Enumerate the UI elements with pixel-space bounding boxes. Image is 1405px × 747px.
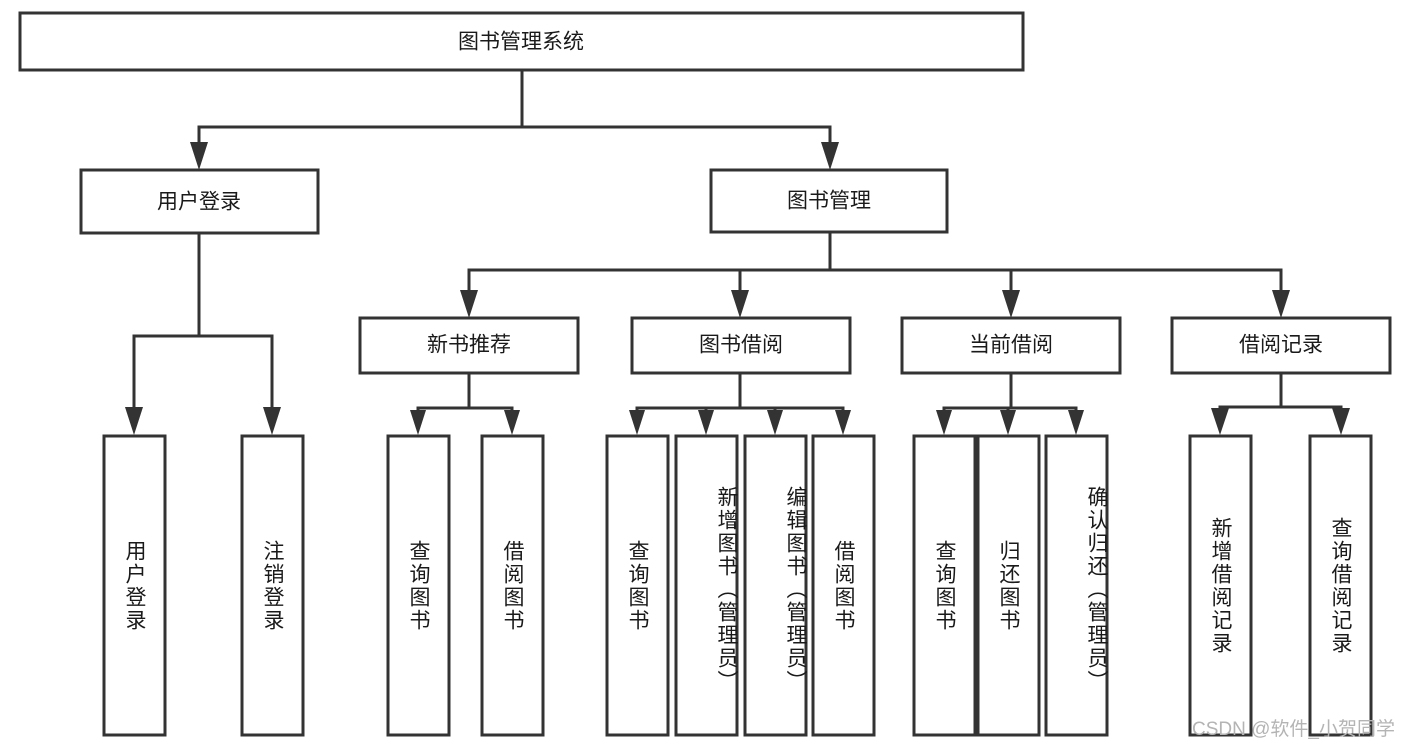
node-leaf-query-record-box[interactable] — [1308, 434, 1373, 737]
node-borrow-record[interactable]: 借阅记录 — [1170, 316, 1392, 375]
node-borrow-record-box[interactable] — [1170, 316, 1392, 375]
arrow-to-leaf-borrow-book-1 — [504, 410, 520, 435]
node-book-borrow-label: 图书借阅 — [699, 334, 783, 357]
arrow-to-leaf-borrow-book-2 — [835, 410, 851, 435]
watermark: CSDN @软件_小贺同学 — [1192, 719, 1395, 740]
arrow-to-borrow-record — [1272, 290, 1290, 318]
arrow-to-leaf-user-logout — [263, 407, 281, 435]
arrow-to-leaf-add-record — [1211, 408, 1229, 435]
arrow-to-leaf-add-book — [698, 410, 714, 435]
node-user-login[interactable]: 用户登录 — [79, 168, 320, 235]
node-borrow-record-label: 借阅记录 — [1239, 334, 1323, 357]
node-leaf-edit-book-box[interactable] — [743, 434, 808, 737]
node-current-borrow[interactable]: 当前借阅 — [900, 316, 1122, 375]
arrow-to-current-borrow — [1002, 290, 1020, 318]
node-book-manage-box[interactable] — [709, 168, 949, 234]
node-leaf-add-book-box[interactable] — [674, 434, 739, 737]
node-current-borrow-box[interactable] — [900, 316, 1122, 375]
node-leaf-query-book-3-box[interactable] — [912, 434, 977, 737]
node-leaf-confirm-return-box[interactable] — [1044, 434, 1109, 737]
node-user-login-box[interactable] — [79, 168, 320, 235]
node-leaf-user-logout-box[interactable] — [240, 434, 305, 737]
arrow-to-leaf-return-book — [1000, 410, 1016, 435]
node-leaf-return-book-box[interactable] — [976, 434, 1041, 737]
node-new-book-recommend-box[interactable] — [358, 316, 580, 375]
node-book-manage-label: 图书管理 — [787, 190, 871, 213]
arrow-to-leaf-query-record — [1332, 408, 1350, 435]
node-book-borrow-box[interactable] — [630, 316, 852, 375]
node-root-label: 图书管理系统 — [458, 31, 584, 54]
node-leaf-borrow-book-1-box[interactable] — [480, 434, 545, 737]
arrow-to-leaf-confirm-return — [1068, 410, 1084, 435]
node-current-borrow-label: 当前借阅 — [969, 334, 1053, 357]
arrow-to-user-login — [190, 142, 208, 170]
leaf-box-layer — [102, 434, 1373, 737]
node-root[interactable]: 图书管理系统 — [18, 11, 1025, 72]
node-new-book-recommend-label: 新书推荐 — [427, 334, 511, 357]
arrow-to-leaf-query-book-1 — [410, 410, 426, 435]
node-leaf-query-book-1-box[interactable] — [386, 434, 451, 737]
node-leaf-borrow-book-2-box[interactable] — [811, 434, 876, 737]
arrow-to-new-book-recommend — [460, 290, 478, 318]
node-leaf-query-book-2-box[interactable] — [605, 434, 670, 737]
node-book-manage[interactable]: 图书管理 — [709, 168, 949, 234]
arrow-to-leaf-query-book-3 — [936, 410, 952, 435]
node-user-login-label: 用户登录 — [157, 191, 241, 214]
arrow-to-leaf-user-login — [125, 407, 143, 435]
node-book-borrow[interactable]: 图书借阅 — [630, 316, 852, 375]
arrow-to-book-manage — [821, 142, 839, 170]
node-new-book-recommend[interactable]: 新书推荐 — [358, 316, 580, 375]
node-root-box[interactable] — [18, 11, 1025, 72]
arrow-to-leaf-query-book-2 — [629, 410, 645, 435]
connector-layer — [125, 68, 1350, 435]
node-leaf-add-record-box[interactable] — [1188, 434, 1253, 737]
node-leaf-user-login-box[interactable] — [102, 434, 167, 737]
arrow-to-book-borrow — [731, 290, 749, 318]
arrow-to-leaf-edit-book — [767, 410, 783, 435]
